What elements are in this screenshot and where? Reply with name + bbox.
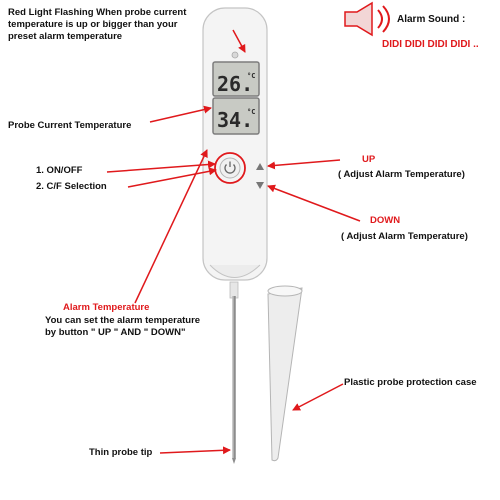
alarm-sound-text: DIDI DIDI DIDI DIDI .. (382, 39, 479, 50)
alarm-temperature-description: You can set the alarm temperature by but… (45, 315, 200, 339)
power-icon (224, 161, 236, 174)
protection-case-label: Plastic probe protection case (344, 377, 477, 388)
up-button[interactable] (256, 163, 264, 170)
red-light-line-1: Red Light Flashing When probe current (8, 7, 187, 18)
thermometer-body (202, 7, 268, 281)
up-description: ( Adjust Alarm Temperature) (338, 169, 465, 180)
red-light-callout: Red Light Flashing When probe current te… (8, 7, 186, 43)
current-temp-unit: °C (247, 72, 255, 80)
cf-selection-label: 2. C/F Selection (36, 181, 107, 192)
probe-stem (229, 281, 239, 464)
speaker-icon (344, 1, 390, 37)
red-light-line-3: preset alarm temperature (8, 31, 123, 42)
red-light-line-2: temperature is up or bigger than your (8, 19, 178, 30)
current-temp-value: 26. (217, 72, 253, 96)
lcd-display (212, 61, 260, 135)
probe-current-label: Probe Current Temperature (8, 120, 132, 131)
on-off-label: 1. ON/OFF (36, 165, 83, 176)
up-title: UP (362, 154, 376, 165)
alarm-temperature-line-2: by button " UP " AND " DOWN" (45, 327, 186, 338)
alarm-sound-title: Alarm Sound : (397, 14, 466, 25)
alarm-temp-unit: °C (247, 108, 255, 116)
alarm-temperature-line-1: You can set the alarm temperature (45, 315, 201, 326)
pointer-arrows (106, 29, 361, 455)
down-button[interactable] (256, 182, 264, 189)
power-button[interactable] (214, 152, 246, 184)
alarm-temperature-title: Alarm Temperature (63, 302, 150, 313)
down-title: DOWN (370, 215, 401, 226)
protection-case (267, 285, 303, 462)
probe-tip-label: Thin probe tip (89, 447, 153, 458)
alarm-temp-value: 34. (217, 108, 253, 132)
down-description: ( Adjust Alarm Temperature) (341, 231, 468, 242)
